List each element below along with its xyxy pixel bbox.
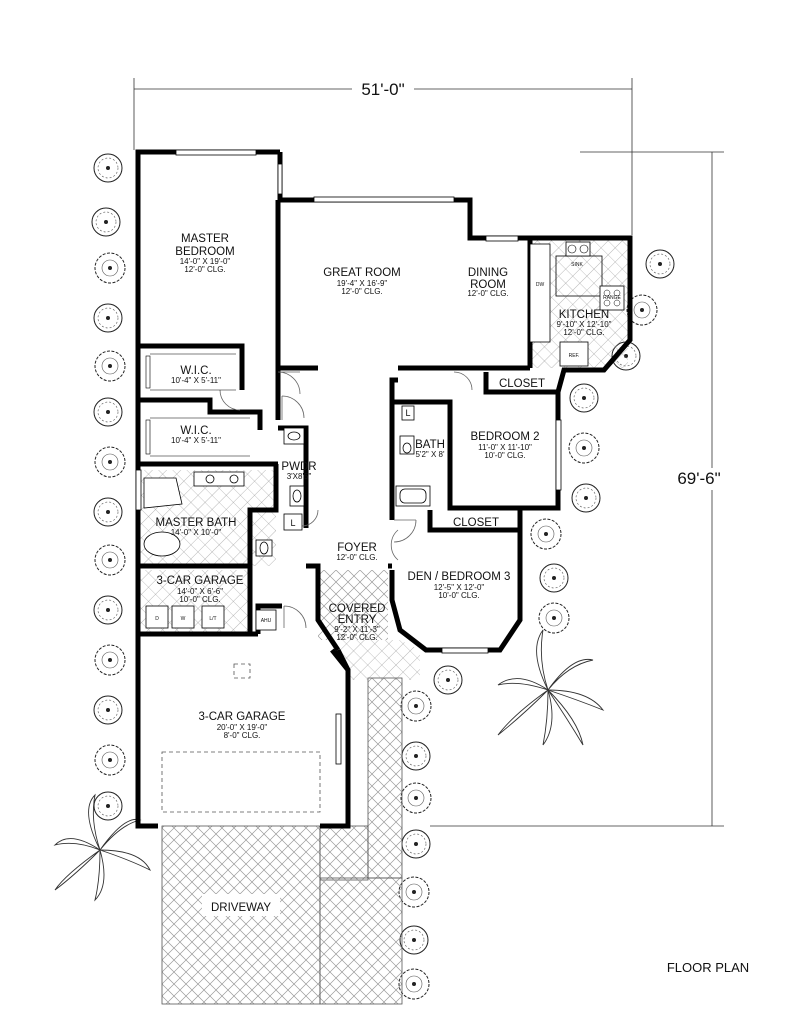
covered-entry-ceiling: 12'-0" CLG.	[336, 633, 377, 642]
driveway-area: DRIVEWAY	[161, 677, 403, 1005]
garage-ceiling: 8'-0" CLG.	[224, 731, 261, 740]
master-bedroom-name-1: MASTER	[181, 233, 229, 245]
laundry-fixtures: D W L/T AHU	[145, 605, 277, 631]
dishwasher-label: DW	[536, 282, 545, 288]
dining-room-ceiling: 12'-0" CLG.	[467, 289, 508, 298]
laundry-ceiling: 10'-0" CLG.	[179, 595, 220, 604]
doors	[219, 371, 473, 629]
great-room-size: 19'-4" X 16'-9"	[337, 279, 388, 288]
driveway-label: DRIVEWAY	[211, 902, 271, 914]
den-size: 12'-5" X 12'-0"	[434, 583, 485, 592]
powder-room-size: 3'X8'5"	[287, 472, 312, 481]
master-bath-size: 14'-0" X 10'-0"	[171, 528, 222, 537]
covered-entry-name-2: ENTRY	[338, 614, 377, 626]
closet-upper-name: CLOSET	[499, 378, 545, 390]
bedroom-2-size: 11'-0" X 11'-10"	[478, 443, 532, 452]
width-dimension: 51'-0"	[133, 78, 633, 235]
kitchen-name: KITCHEN	[559, 309, 609, 321]
garage-name: 3-CAR GARAGE	[199, 711, 286, 723]
wic-1-size: 10'-4" X 5'-11"	[171, 376, 221, 385]
palm-plants	[53, 629, 605, 902]
wic-1-name: W.I.C.	[180, 365, 211, 377]
bedroom-2-name: BEDROOM 2	[470, 431, 539, 443]
garage-size: 20'-0" X 19'-0"	[217, 723, 268, 732]
foyer-name: FOYER	[337, 542, 377, 554]
covered-entry-size: 9'-2" X 11'-3"	[334, 625, 380, 634]
kitchen-ceiling: 12'-0" CLG.	[563, 328, 604, 337]
bedroom-2-ceiling: 10'-0" CLG.	[484, 451, 525, 460]
interior-walls	[138, 200, 558, 652]
bath-fixtures: L L	[143, 405, 431, 557]
garage-details	[161, 663, 321, 813]
linen-label-2: L	[290, 518, 295, 528]
linen-label: L	[405, 408, 410, 418]
powder-room-name: PWDR	[281, 461, 316, 473]
laundry-tub-label: L/T	[209, 616, 216, 622]
dining-room-name-1: DINING	[468, 267, 508, 279]
range-label: RANGE	[603, 295, 621, 301]
master-bedroom-name-2: BEDROOM	[175, 246, 234, 258]
master-bedroom-ceiling: 12'-0" CLG.	[184, 265, 225, 274]
dining-room-name-2: ROOM	[470, 279, 506, 291]
windows	[135, 149, 562, 765]
laundry-name: 3-CAR GARAGE	[157, 575, 244, 587]
bath-name: BATH	[415, 439, 445, 451]
closet-lower-name: CLOSET	[453, 517, 499, 529]
den-ceiling: 10'-0" CLG.	[438, 591, 479, 600]
wic-2-name: W.I.C.	[180, 425, 211, 437]
washer-label: W	[181, 616, 186, 622]
dryer-label: D	[155, 616, 159, 622]
closet-shelving	[145, 353, 250, 457]
depth-dimension: 69'-6"	[430, 151, 730, 827]
master-bath-name: MASTER BATH	[156, 517, 237, 529]
great-room-ceiling: 12'-0" CLG.	[341, 287, 382, 296]
room-labels: MASTER BEDROOM 14'-0" X 19'-0" 12'-0" CL…	[156, 233, 612, 740]
kitchen-fixtures: SINK DW RANGE REF.	[529, 241, 625, 367]
bath-size: 5'2" X 8'	[415, 450, 444, 459]
floor-plan-label: FLOOR PLAN	[667, 960, 749, 975]
master-bedroom-size: 14'-0" X 19'-0"	[180, 257, 231, 266]
foyer-ceiling: 12'-0" CLG.	[336, 553, 377, 562]
den-name: DEN / BEDROOM 3	[408, 571, 511, 583]
laundry-size: 14'-0" X 6'-6"	[177, 587, 223, 596]
width-dimension-label: 51'-0"	[361, 80, 404, 99]
ahu-label: AHU	[261, 618, 272, 624]
great-room-name: GREAT ROOM	[323, 267, 401, 279]
refrigerator-label: REF.	[569, 353, 580, 359]
kitchen-size: 9'-10" X 12'-10"	[557, 320, 612, 329]
wic-2-size: 10'-4" X 5'-11"	[171, 436, 221, 445]
covered-entry-name-1: COVERED	[329, 603, 386, 615]
sink-label: SINK	[571, 262, 583, 268]
depth-dimension-label: 69'-6"	[677, 469, 720, 488]
